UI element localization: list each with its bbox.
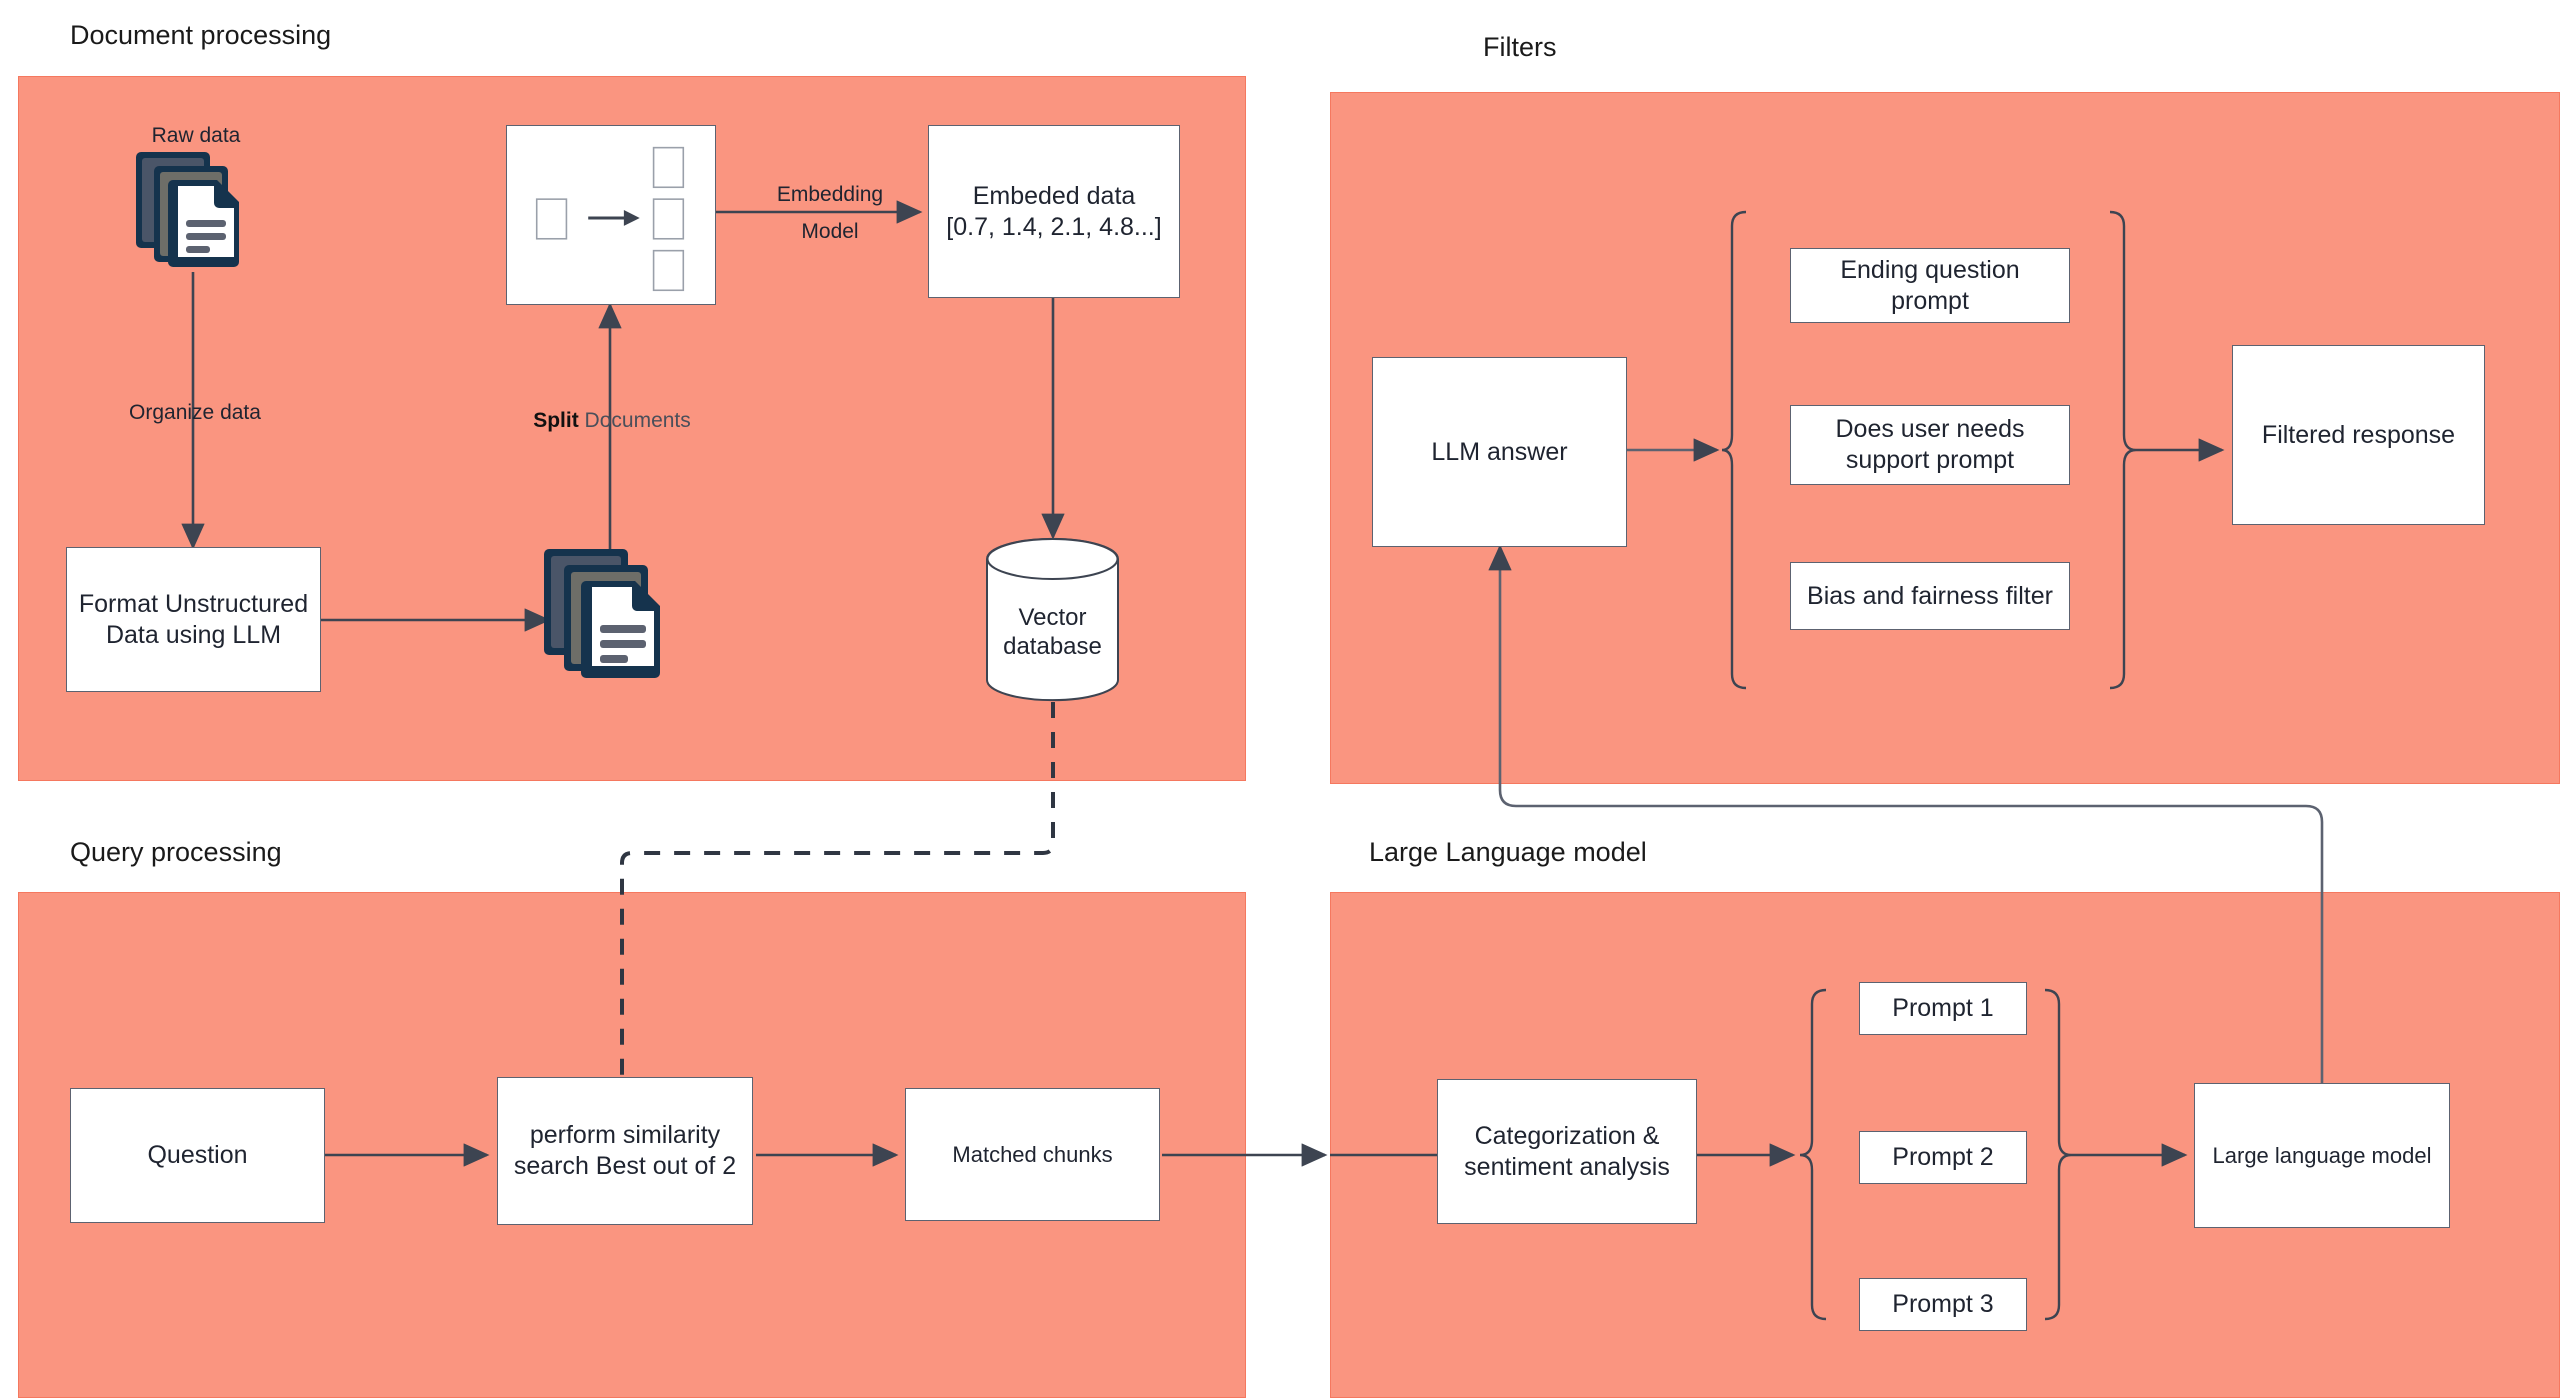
node-categorization-sentiment-analysis[interactable]: Categorization & sentiment analysis: [1437, 1079, 1697, 1224]
embedding-model-label-line2: Model: [801, 220, 859, 243]
node-llm-answer[interactable]: LLM answer: [1372, 357, 1627, 547]
organize-data-label: Organize data: [129, 401, 261, 424]
split-documents-label-rest: Documents: [578, 409, 691, 432]
panel-title-document-processing: Document processing: [70, 20, 332, 50]
node-embedding-model[interactable]: [506, 125, 716, 305]
vector-database-line1: Vector: [1018, 603, 1087, 631]
panel-title-large-language-model: Large Language model: [1369, 837, 1647, 867]
node-prompt-2[interactable]: Prompt 2: [1859, 1131, 2027, 1184]
panel-title-query-processing: Query processing: [70, 837, 282, 867]
split-documents-label-bold: Split: [533, 409, 579, 432]
node-prompt-3[interactable]: Prompt 3: [1859, 1278, 2027, 1331]
embedding-model-label-line1: Embedding: [776, 183, 884, 206]
node-vector-database[interactable]: Vector database: [985, 537, 1120, 702]
node-filtered-response[interactable]: Filtered response: [2232, 345, 2485, 525]
split-documents-label: Split Documents: [512, 408, 712, 433]
panel-title-filters: Filters: [1483, 32, 1557, 62]
embedding-model-label: Embedding Model: [740, 182, 920, 244]
node-matched-chunks[interactable]: Matched chunks: [905, 1088, 1160, 1221]
raw-data-documents-icon: [132, 148, 256, 272]
embedded-data-line2: [0.7, 1.4, 2.1, 4.8...]: [946, 212, 1162, 241]
vector-database-label: Vector database: [985, 603, 1120, 661]
node-filter-bias-and-fairness[interactable]: Bias and fairness filter: [1790, 562, 2070, 630]
raw-data-label: Raw data: [151, 124, 241, 147]
embedded-data-line1: Embeded data: [972, 181, 1136, 210]
node-similarity-search[interactable]: perform similarity search Best out of 2: [497, 1077, 753, 1225]
node-prompt-1[interactable]: Prompt 1: [1859, 982, 2027, 1035]
node-filter-ending-question-prompt[interactable]: Ending question prompt: [1790, 248, 2070, 323]
node-question[interactable]: Question: [70, 1088, 325, 1223]
embedding-model-glyph: [535, 146, 685, 292]
node-large-language-model[interactable]: Large language model: [2194, 1083, 2450, 1228]
node-embedded-data[interactable]: Embeded data [0.7, 1.4, 2.1, 4.8...]: [928, 125, 1180, 298]
split-documents-icon: [540, 545, 680, 685]
node-filter-does-user-needs-support-prompt[interactable]: Does user needs support prompt: [1790, 405, 2070, 485]
vector-database-line2: database: [1003, 632, 1102, 660]
node-format-unstructured-data[interactable]: Format Unstructured Data using LLM: [66, 547, 321, 692]
cylinder-shape: [986, 537, 1119, 702]
